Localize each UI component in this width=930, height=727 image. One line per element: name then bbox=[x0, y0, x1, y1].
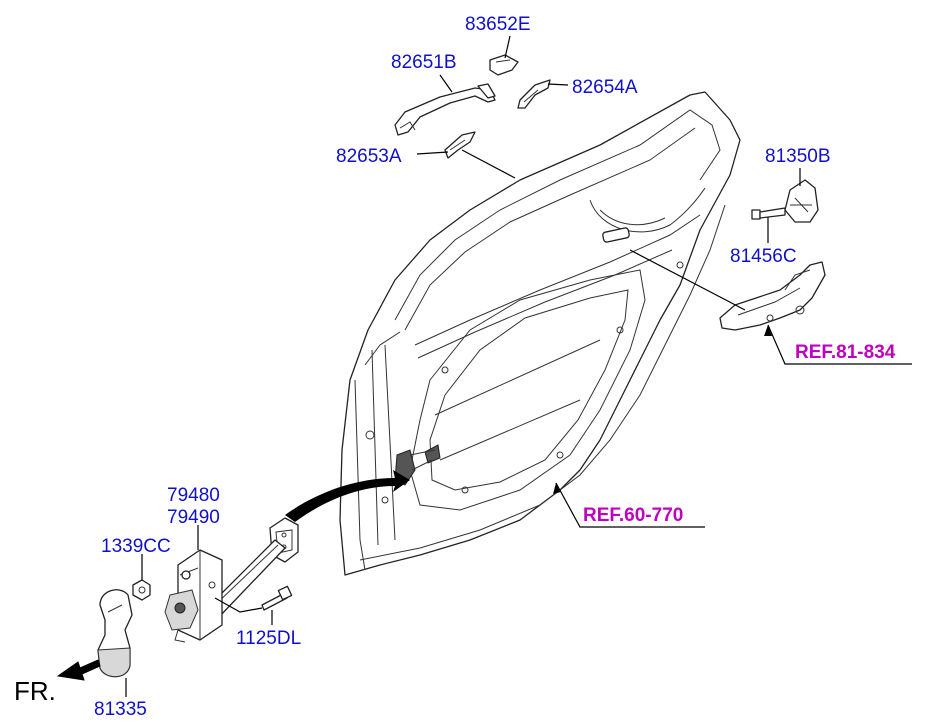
label-82653A: 82653A bbox=[336, 146, 402, 167]
leader-lines bbox=[125, 35, 912, 697]
label-82651B: 82651B bbox=[391, 52, 457, 73]
label-ref-60-770: REF.60-770 bbox=[583, 505, 683, 526]
label-81335: 81335 bbox=[94, 699, 147, 720]
label-79480: 79480 bbox=[167, 485, 220, 506]
bolt-part bbox=[261, 585, 293, 611]
door-check-part bbox=[164, 517, 299, 643]
detail-callout-arrow bbox=[285, 470, 410, 522]
handle-cap-part bbox=[489, 54, 519, 76]
label-79490: 79490 bbox=[167, 507, 220, 528]
striker-part bbox=[784, 179, 819, 223]
label-1125DL: 1125DL bbox=[236, 628, 301, 649]
label-1339CC: 1339CC bbox=[101, 536, 171, 557]
cover-part bbox=[97, 589, 133, 678]
inside-handle-part bbox=[719, 261, 826, 331]
label-81350B: 81350B bbox=[765, 146, 831, 167]
striker-bolt-part bbox=[751, 207, 786, 220]
label-front-direction: FR. bbox=[14, 676, 56, 706]
outside-handle-part bbox=[394, 83, 496, 136]
gasket-part-front bbox=[444, 131, 476, 159]
front-direction-arrow-icon bbox=[56, 659, 101, 681]
nut-part bbox=[132, 579, 151, 601]
gasket-part-rear bbox=[517, 79, 551, 109]
label-ref-81-834: REF.81-834 bbox=[795, 342, 896, 363]
label-82654A: 82654A bbox=[572, 77, 638, 98]
label-83652E: 83652E bbox=[465, 14, 531, 35]
label-81456C: 81456C bbox=[730, 246, 797, 267]
